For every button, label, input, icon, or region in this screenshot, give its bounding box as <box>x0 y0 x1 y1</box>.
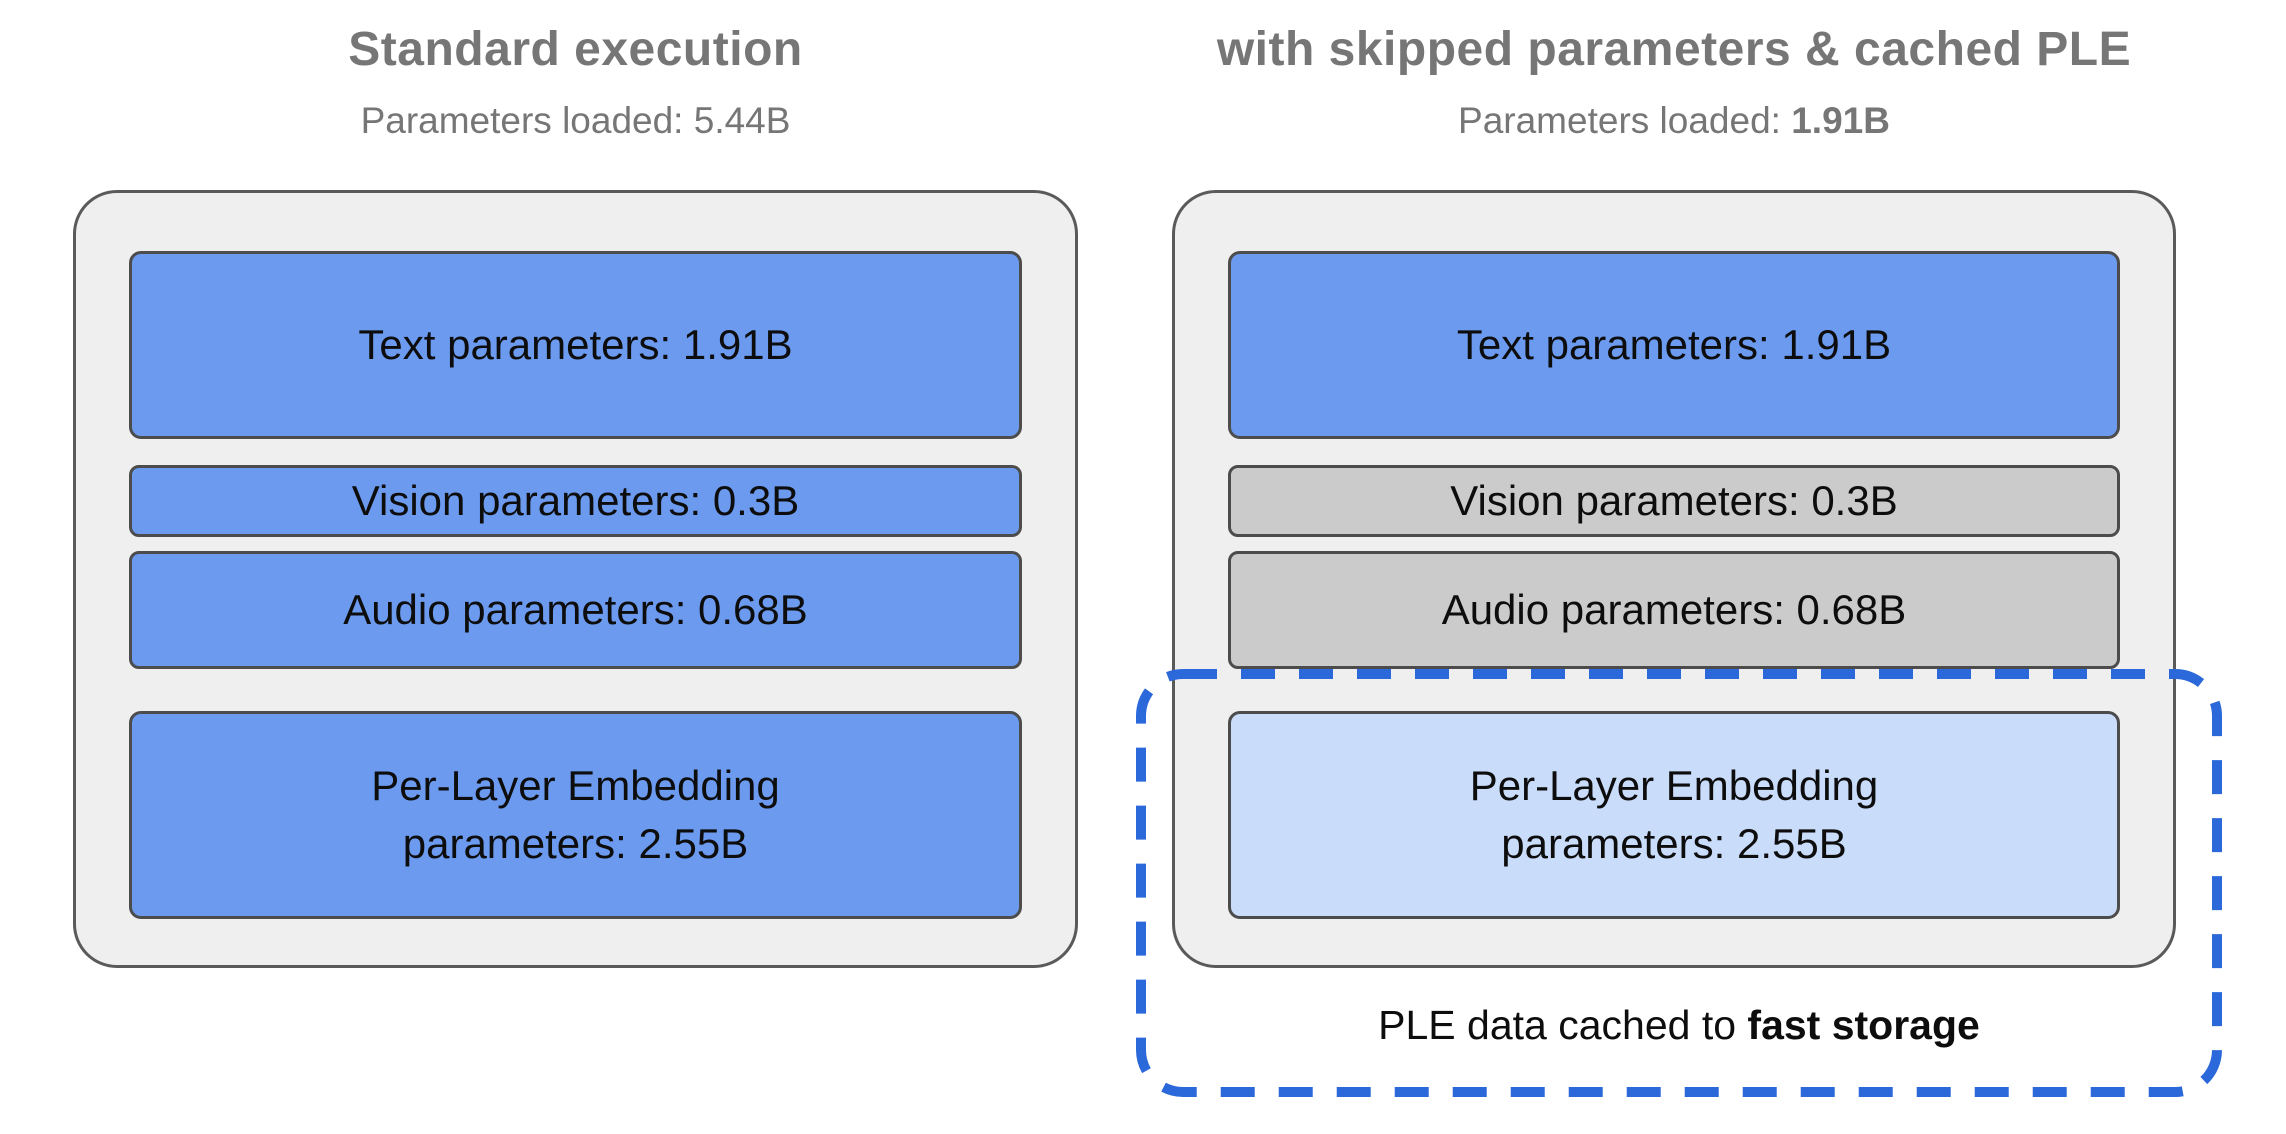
parameters-loaded-value: 1.91B <box>1791 100 1890 141</box>
param-box-audio-skipped: Audio parameters: 0.68B <box>1228 551 2120 669</box>
param-box-text: Text parameters: 1.91B <box>129 251 1022 439</box>
panel-title-skipped: with skipped parameters & cached PLE <box>1216 23 2132 76</box>
panel-subtitle-standard: Parameters loaded: 5.44B <box>73 100 1078 142</box>
param-box-label: Per-Layer Embedding parameters: 2.55B <box>371 762 780 867</box>
param-box-label: Audio parameters: 0.68B <box>1441 586 1907 634</box>
param-box-ple-cached: Per-Layer Embedding parameters: 2.55B <box>1228 711 2120 919</box>
parameters-loaded-text: Parameters loaded: 5.44B <box>360 100 791 141</box>
param-box-label: Vision parameters: 0.3B <box>351 477 800 525</box>
param-box-label: Text parameters: 1.91B <box>1456 321 1892 369</box>
cache-callout-text: PLE data cached to <box>1378 1002 1748 1048</box>
parameters-loaded-label: Parameters loaded: <box>1458 100 1792 141</box>
param-box-label: Vision parameters: 0.3B <box>1450 477 1898 525</box>
model-container-standard: Text parameters: 1.91B Vision parameters… <box>73 190 1078 968</box>
model-container-skipped: Text parameters: 1.91B Vision parameters… <box>1172 190 2176 968</box>
param-box-ple: Per-Layer Embedding parameters: 2.55B <box>129 711 1022 919</box>
param-box-vision: Vision parameters: 0.3B <box>129 465 1022 537</box>
param-box-vision-skipped: Vision parameters: 0.3B <box>1228 465 2120 537</box>
param-box-label: Per-Layer Embedding parameters: 2.55B <box>1469 762 1879 867</box>
param-box-label: Audio parameters: 0.68B <box>343 586 808 634</box>
param-box-audio: Audio parameters: 0.68B <box>129 551 1022 669</box>
standard-execution-panel: Standard execution Parameters loaded: 5.… <box>73 0 1078 1134</box>
skipped-execution-panel: with skipped parameters & cached PLE Par… <box>1172 0 2176 1134</box>
param-box-label: Text parameters: 1.91B <box>358 321 793 369</box>
param-box-text: Text parameters: 1.91B <box>1228 251 2120 439</box>
cache-callout: PLE data cached to fast storage <box>1135 1002 2223 1049</box>
panel-title-standard: Standard execution <box>348 23 803 76</box>
panel-subtitle-skipped: Parameters loaded: 1.91B <box>1172 100 2176 142</box>
cache-callout-bold-text: fast storage <box>1747 1002 1980 1048</box>
